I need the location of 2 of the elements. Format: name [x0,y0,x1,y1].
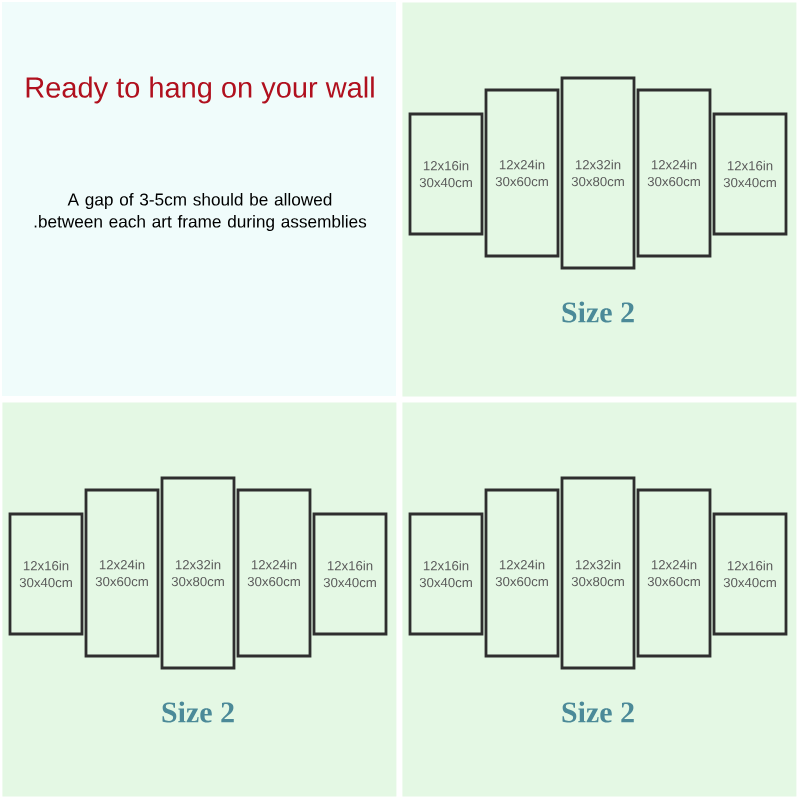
note: A gap of 3-5cm should be allowed .between each art frame during assemblies [34,193,367,231]
title: Ready to hang on your wall [26,76,374,104]
